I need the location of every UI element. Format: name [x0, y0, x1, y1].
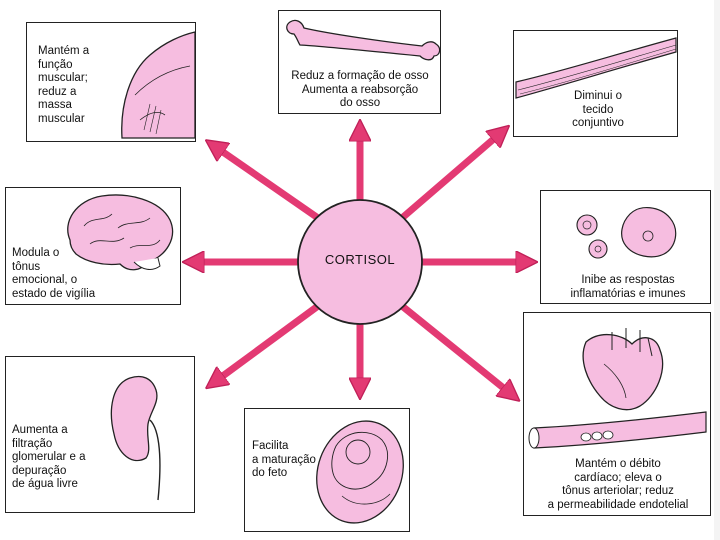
- fetus-effect-text: Facilita a maturação do feto: [252, 440, 316, 479]
- red-cell-icon: [576, 214, 598, 236]
- arrow-lower-right: [399, 303, 506, 390]
- arrow-upper-left: [220, 150, 320, 221]
- heart-icon: [582, 334, 664, 411]
- leukocyte-icon: [621, 207, 677, 258]
- bone-icon: [286, 19, 441, 61]
- kidney-effect-text: Aumenta a filtração glomerular e a depur…: [12, 424, 86, 490]
- cortisol-circle: [297, 199, 423, 325]
- artery-icon: [533, 411, 707, 449]
- arrow-lower-left: [220, 303, 321, 378]
- bone-panel: [278, 10, 441, 114]
- page-edge: [714, 0, 720, 540]
- connective-tissue-icon: [515, 37, 677, 99]
- cardio-effect-text: Mantém o débito cardíaco; eleva o tônus …: [547, 458, 689, 511]
- arrows: [200, 137, 520, 390]
- kidney-panel: [5, 356, 195, 513]
- immune-effect-text: Inibe as respostas inflamatórias e imune…: [570, 274, 686, 300]
- brain-effect-text: Modula o tônus emocional, o estado de vi…: [12, 247, 96, 300]
- connective-effect-text: Diminui o tecido conjuntivo: [572, 90, 624, 129]
- bone-effect-text: Reduz a formação de osso Aumenta a reabs…: [291, 70, 429, 109]
- muscle-icon: [121, 31, 196, 139]
- cortisol-label: CORTISOL: [324, 252, 396, 267]
- blood-cells-icon: [580, 430, 614, 442]
- kidney-icon: [110, 375, 158, 462]
- platelet-icon: [588, 239, 608, 259]
- immune-panel: [540, 190, 711, 304]
- arrow-upper-right: [399, 137, 496, 221]
- muscle-effect-text: Mantém a função muscular; reduz a massa …: [38, 45, 90, 125]
